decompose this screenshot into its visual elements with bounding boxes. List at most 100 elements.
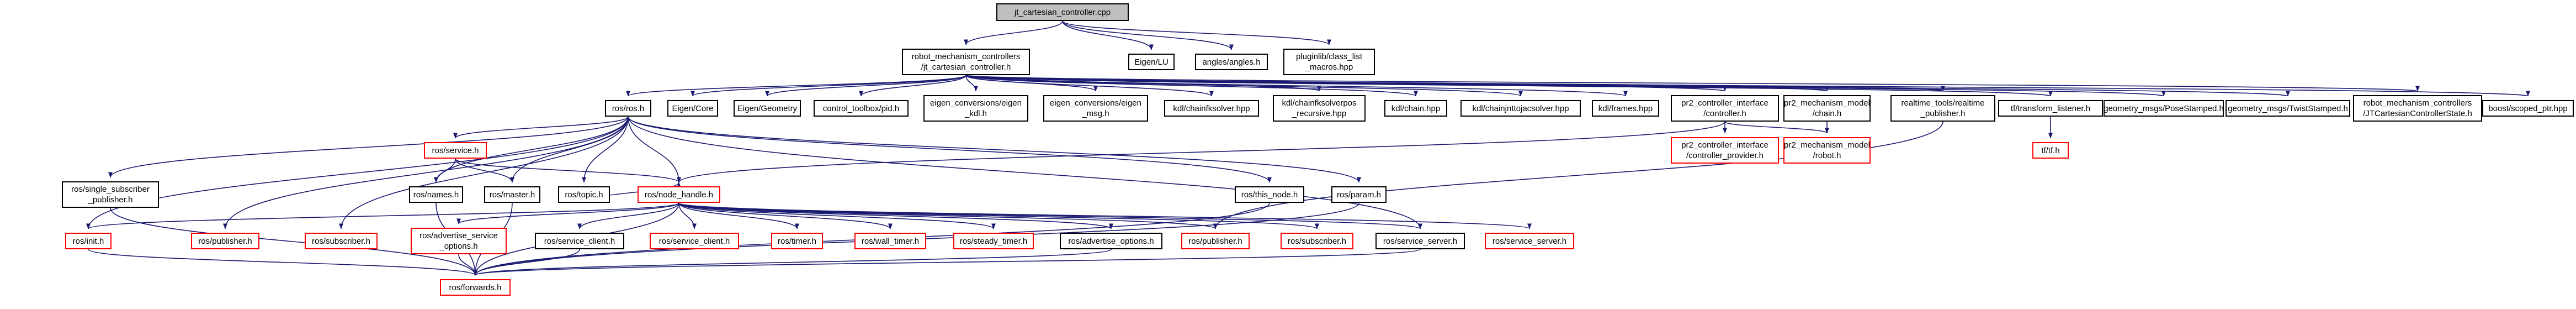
graph-node-fksolver[interactable]: kdl/chainfksolver.hpp	[1164, 100, 1259, 117]
graph-node-label: pluginlib/class_list	[1295, 52, 1363, 61]
graph-node-label: ros/service_client.h	[658, 236, 730, 246]
graph-node-ctrl[interactable]: pr2_controller_interface/controller.h	[1671, 95, 1779, 122]
graph-node-label: _recursive.hpp	[1292, 109, 1347, 118]
graph-node-pose[interactable]: geometry_msgs/PoseStamped.h	[2104, 100, 2224, 117]
graph-node-topic[interactable]: ros/topic.h	[558, 186, 610, 203]
graph-node-label: eigen_conversions/eigen	[1050, 98, 1141, 108]
graph-node-ss1[interactable]: ros/service_server.h	[1375, 233, 1465, 249]
graph-node-thisnode[interactable]: ros/this_node.h	[1235, 186, 1304, 203]
graph-node-init[interactable]: ros/init.h	[65, 233, 111, 249]
graph-node-tfl[interactable]: tf/transform_listener.h	[1998, 100, 2103, 117]
graph-node-fwd[interactable]: ros/forwards.h	[440, 279, 511, 296]
include-edge-cpp-to-eigenlu	[1062, 20, 1154, 50]
graph-node-nh[interactable]: ros/node_handle.h	[638, 186, 720, 203]
include-edge-aso-to-fwd	[458, 254, 477, 276]
graph-node-fkrec[interactable]: kdl/chainfksolverpos_recursive.hpp	[1273, 95, 1366, 122]
include-edge-ctrl-to-nh	[677, 121, 1725, 183]
graph-node-master[interactable]: ros/master.h	[484, 186, 540, 203]
include-edge-rosh-to-ss1	[628, 116, 1422, 229]
graph-node-rosh[interactable]: ros/ros.h	[605, 100, 651, 117]
graph-node-jnttojac[interactable]: kdl/chainjnttojacsolver.hpp	[1460, 100, 1581, 117]
graph-node-eigengeom[interactable]: Eigen/Geometry	[734, 100, 801, 117]
graph-node-label: /controller_provider.h	[1686, 151, 1764, 160]
graph-node-label: ros/param.h	[1336, 190, 1382, 200]
graph-node-twist[interactable]: geometry_msgs/TwistStamped.h	[2226, 100, 2350, 117]
include-edge-jth-to-eigenkdl	[965, 75, 978, 92]
graph-node-label: _publisher.h	[1920, 109, 1966, 118]
graph-node-label: pr2_controller_interface	[1681, 140, 1768, 150]
include-edge-cpp-to-pluginlib	[1062, 20, 1331, 45]
graph-node-eigencore[interactable]: Eigen/Core	[667, 100, 718, 117]
graph-node-label: boost/scoped_ptr.hpp	[2488, 103, 2568, 113]
include-edge-rosh-to-thisnode	[628, 116, 1272, 183]
graph-node-ssp[interactable]: ros/single_subscriber_publisher.h	[62, 181, 159, 208]
include-edge-jth-to-tfl	[965, 75, 2053, 97]
graph-node-stimer[interactable]: ros/steady_timer.h	[953, 233, 1034, 249]
graph-node-pluginlib[interactable]: pluginlib/class_list_macros.hpp	[1283, 49, 1375, 75]
include-edge-ssp-to-fwd	[110, 207, 477, 276]
graph-node-aso[interactable]: ros/advertise_service_options.h	[411, 228, 507, 254]
graph-node-label: /robot.h	[1813, 151, 1841, 160]
graph-node-label: Eigen/LU	[1134, 57, 1169, 67]
graph-node-label: /JTCartesianControllerState.h	[2363, 109, 2472, 118]
graph-node-eigenkdl[interactable]: eigen_conversions/eigen_kdl.h	[923, 95, 1028, 122]
graph-node-sc2[interactable]: ros/service_client.h	[650, 233, 739, 249]
include-edge-nh-to-sc1	[577, 202, 679, 229]
graph-node-label: kdl/chainfksolverpos	[1282, 98, 1357, 108]
include-edge-jth-to-pose	[965, 75, 2165, 97]
graph-node-label: ros/service_client.h	[544, 236, 615, 246]
graph-node-label: ros/publisher.h	[1188, 236, 1242, 246]
graph-node-label: ros/service.h	[432, 145, 479, 155]
graph-node-sub2[interactable]: ros/subscriber.h	[1281, 233, 1353, 249]
include-edge-jth-to-chainhpp	[965, 75, 1418, 97]
graph-node-robot[interactable]: pr2_mechanism_model/robot.h	[1783, 137, 1871, 164]
include-edge-nh-to-pub2	[678, 202, 1218, 229]
graph-node-frames[interactable]: kdl/frames.hpp	[1592, 100, 1659, 117]
include-edge-nh-to-ss2	[678, 202, 1532, 229]
graph-node-angles[interactable]: angles/angles.h	[1195, 54, 1268, 70]
include-edge-nh-to-sc2	[678, 202, 697, 229]
include-edge-rtpub-to-pub2	[1213, 121, 1943, 229]
graph-node-param[interactable]: ros/param.h	[1331, 186, 1387, 203]
graph-node-eigenmsg[interactable]: eigen_conversions/eigen_msg.h	[1043, 95, 1148, 122]
graph-node-tfh[interactable]: tf/tf.h	[2032, 142, 2069, 159]
graph-node-label: pr2_controller_interface	[1681, 98, 1768, 108]
graph-node-service[interactable]: ros/service.h	[424, 142, 487, 159]
graph-node-sub1[interactable]: ros/subscriber.h	[305, 233, 378, 249]
graph-node-label: Eigen/Core	[672, 103, 714, 113]
graph-node-jtstate[interactable]: robot_mechanism_controllers/JTCartesianC…	[2353, 95, 2482, 122]
graph-node-ss2[interactable]: ros/service_server.h	[1485, 233, 1574, 249]
graph-node-label: jt_cartesian_controller.cpp	[1014, 7, 1111, 17]
graph-node-rtpub[interactable]: realtime_tools/realtime_publisher.h	[1890, 95, 1995, 122]
graph-node-label: ros/init.h	[72, 236, 104, 246]
graph-node-pr2chain[interactable]: pr2_mechanism_model/chain.h	[1783, 95, 1871, 122]
graph-node-ao[interactable]: ros/advertise_options.h	[1060, 233, 1162, 249]
include-edge-jth-to-eigencore	[691, 75, 966, 97]
graph-node-chainhpp[interactable]: kdl/chain.hpp	[1384, 100, 1447, 117]
graph-node-label: ros/advertise_options.h	[1068, 236, 1154, 246]
graph-node-label: ros/publisher.h	[198, 236, 252, 246]
graph-node-wtimer[interactable]: ros/wall_timer.h	[854, 233, 926, 249]
graph-node-ctrlprov[interactable]: pr2_controller_interface/controller_prov…	[1671, 137, 1779, 164]
graph-node-eigenlu[interactable]: Eigen/LU	[1128, 54, 1175, 70]
graph-node-sc1[interactable]: ros/service_client.h	[535, 233, 624, 249]
graph-node-label: control_toolbox/pid.h	[822, 103, 900, 113]
graph-node-pub2[interactable]: ros/publisher.h	[1181, 233, 1250, 249]
include-edge-ao-to-fwd	[473, 249, 1112, 276]
graph-node-pid[interactable]: control_toolbox/pid.h	[814, 100, 909, 117]
graph-node-jth[interactable]: robot_mechanism_controllers/jt_cartesian…	[902, 49, 1030, 75]
include-edge-rosh-to-pub1	[223, 116, 629, 229]
graph-node-names[interactable]: ros/names.h	[409, 186, 463, 203]
include-edge-rosh-to-param	[628, 116, 1361, 183]
include-edge-nh-to-timer	[678, 202, 799, 229]
include-edge-service-to-master	[455, 158, 514, 183]
graph-node-label: ros/this_node.h	[1241, 190, 1298, 200]
include-edge-rosh-to-sub1	[339, 116, 629, 229]
graph-node-timer[interactable]: ros/timer.h	[771, 233, 823, 249]
graph-node-label: eigen_conversions/eigen	[930, 98, 1022, 108]
graph-node-label: _msg.h	[1082, 109, 1109, 118]
graph-node-pub1[interactable]: ros/publisher.h	[191, 233, 259, 249]
graph-node-label: Eigen/Geometry	[737, 103, 798, 113]
graph-node-scoped[interactable]: boost/scoped_ptr.hpp	[2482, 100, 2574, 117]
